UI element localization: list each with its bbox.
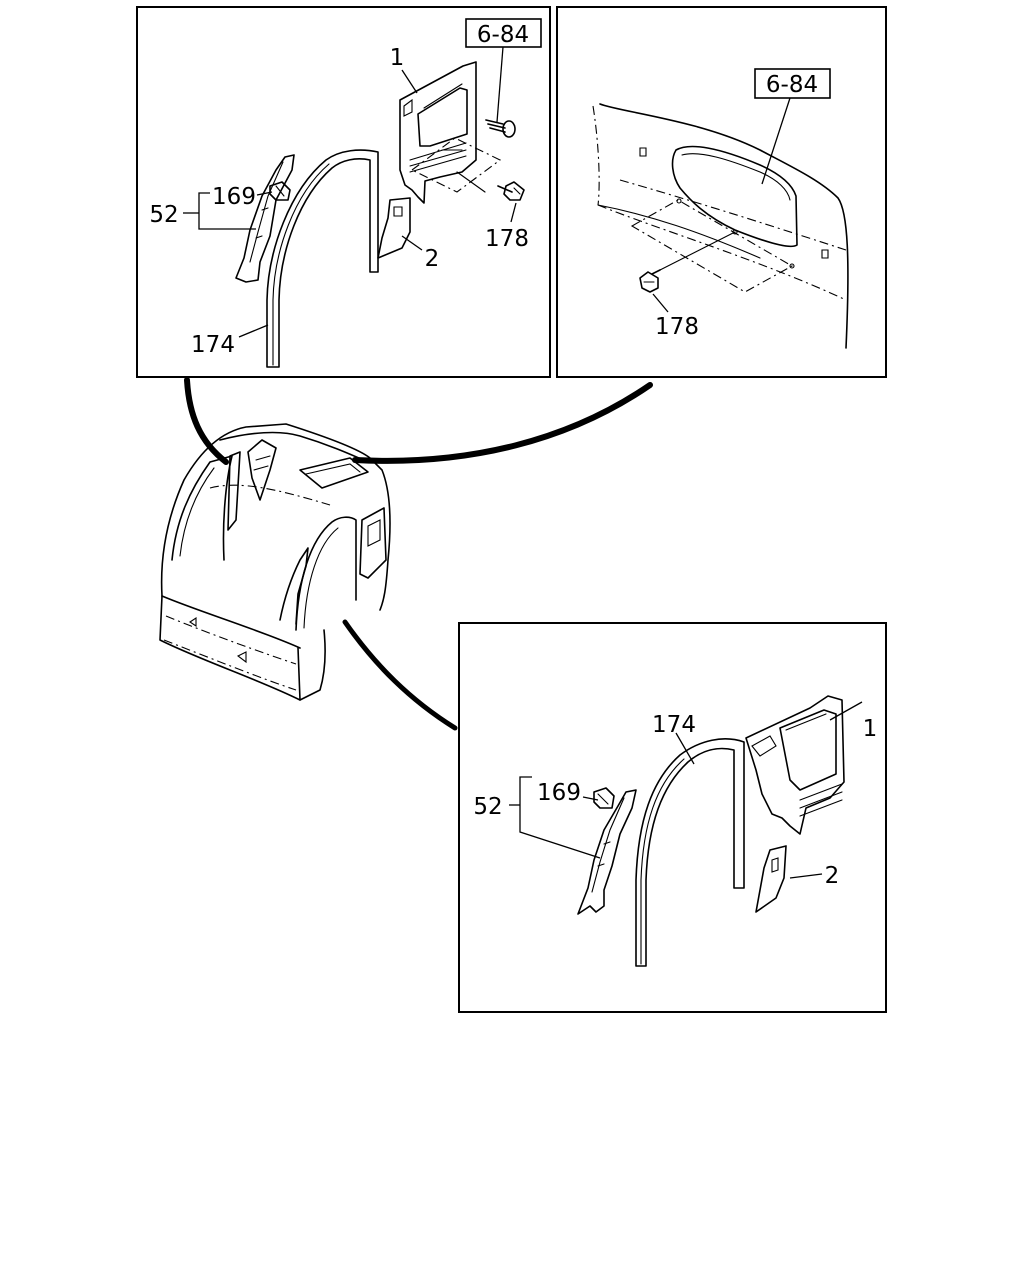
top-right-panel-frame [556,6,887,378]
label-2-bottom: 2 [825,863,840,889]
part-52-pillar-trim-bottom [577,789,637,915]
part-1-trim-panel-bottom [745,695,845,835]
part-174-weatherstrip [266,149,379,368]
leader-169-bottom [582,796,599,801]
label-169-bottom: 169 [537,780,581,806]
top-right-panel: 6-84 178 [556,6,887,378]
part-174-weatherstrip-bottom [635,738,745,967]
part-52-pillar-trim [235,154,295,283]
screw-178-top-right [639,269,669,313]
leader-6-84-top-right [761,97,791,185]
label-52-bottom: 52 [473,794,502,820]
label-174-top-left: 174 [191,332,235,358]
label-174-bottom: 174 [652,712,696,738]
label-52-top-left: 52 [149,202,178,228]
bolt-6-84-top-left [485,119,516,138]
label-1-bottom: 1 [863,716,878,742]
arrow-to-bottom-right-panel [342,619,458,731]
arrow-to-top-right-panel [352,382,653,464]
reference-label-top-right: 6-84 [766,72,818,98]
leader-174-bottom [675,732,695,765]
leader-2-top-left [401,235,423,251]
leader-169-top-left [256,191,273,196]
leader-1-top-left [401,69,418,94]
bottom-right-panel-frame [458,622,887,1013]
part-169-clip [269,181,291,201]
part-2-lower-trim [377,197,411,259]
part-1-trim-panel [399,61,477,204]
rear-cab-panel [592,103,849,349]
label-1-top-left: 1 [390,45,405,71]
leader-1-bottom [829,701,863,721]
label-169-top-left: 169 [212,184,256,210]
leader-6-84-top-left [496,46,504,123]
top-left-panel-frame [136,6,551,378]
part-169-clip-bottom [593,787,615,809]
leader-174-top-left [238,324,269,338]
mounting-plate-top-left [410,137,502,193]
connector-arrows [184,377,653,731]
label-178-top-right: 178 [655,314,699,340]
top-left-panel: 6-84 178 1 [136,6,551,378]
cab-overview [159,423,391,701]
label-2-top-left: 2 [425,246,440,272]
arrow-to-top-left-panel [184,377,229,465]
bracket-52-top-left [198,192,256,230]
reference-label-top-left: 6-84 [477,22,529,48]
reference-box-top-left [465,18,542,48]
screw-178-top-left [497,181,525,223]
part-2-lower-trim-bottom [755,845,787,913]
label-178-top-left: 178 [485,226,529,252]
mounting-area-top-right [630,199,794,293]
leader-2-bottom [789,873,823,879]
reference-box-top-right [754,68,831,99]
bottom-right-panel: 1 2 174 169 52 [458,622,887,1013]
